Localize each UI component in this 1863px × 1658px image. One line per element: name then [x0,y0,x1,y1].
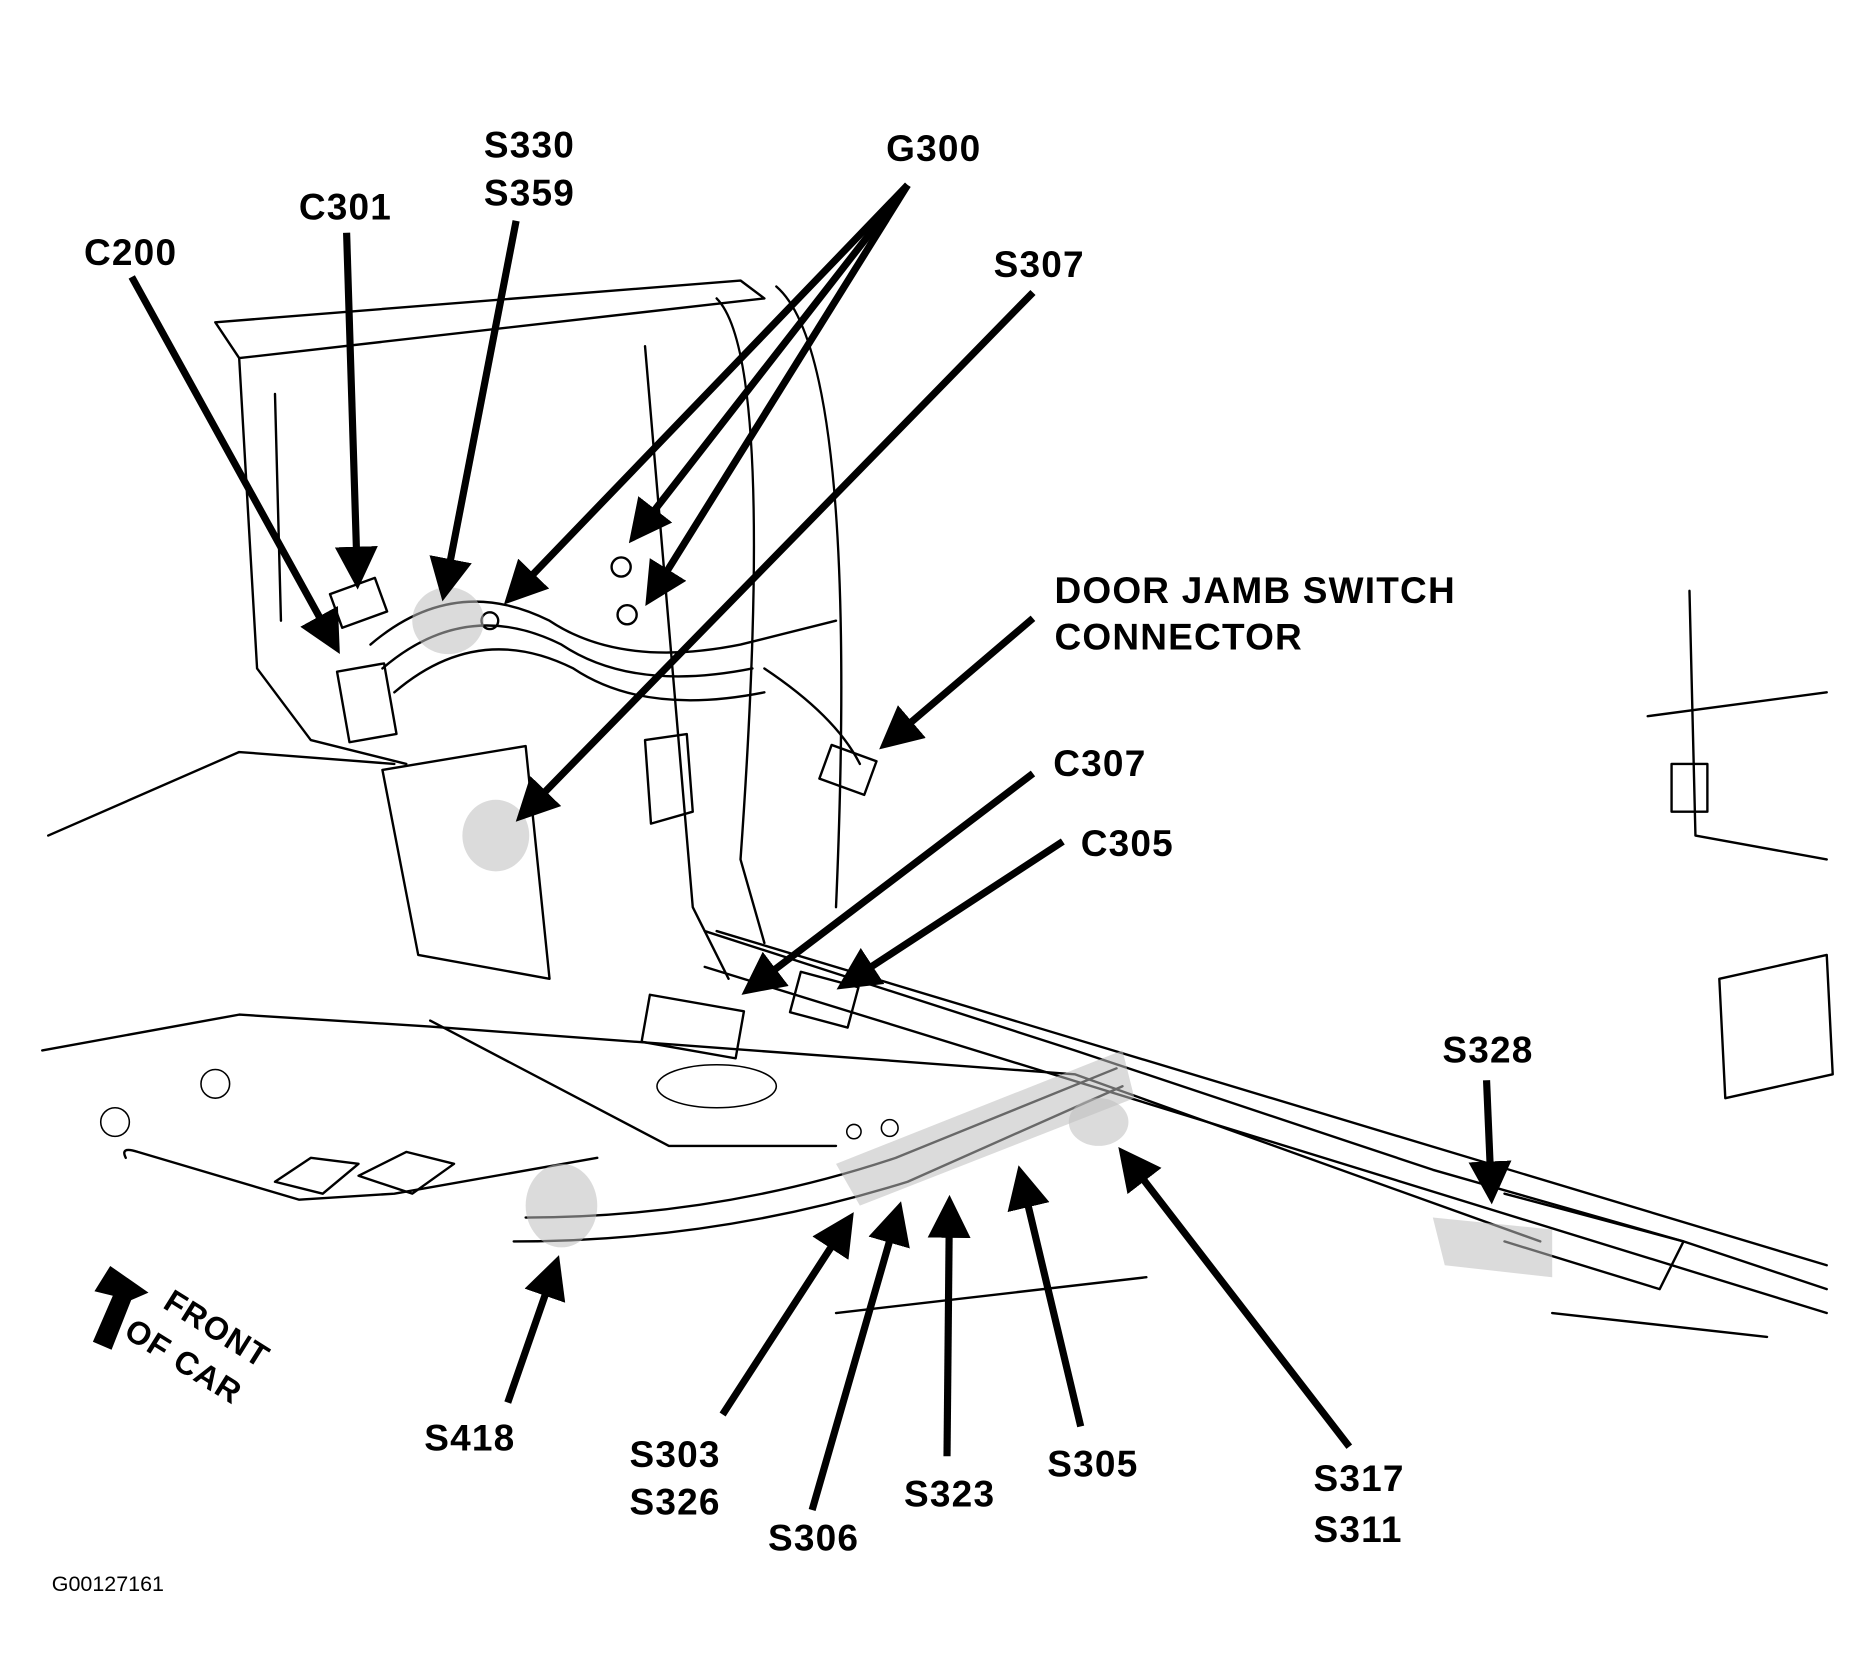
label-s303: S303 [630,1434,721,1475]
car-body-drawing [41,279,1834,1339]
front-arrow-icon [92,1265,149,1350]
arrow-door-jamb [879,615,1036,750]
arrow-c307 [741,770,1036,995]
callout-arrows [128,182,1512,1511]
arrow-s305 [1007,1165,1085,1428]
label-door-jamb-1: DOOR JAMB SWITCH [1054,570,1455,611]
label-s418: S418 [424,1417,515,1458]
label-s323: S323 [904,1473,995,1514]
label-s311: S311 [1313,1509,1402,1550]
arrow-s306 [808,1201,910,1511]
arrow-s317 [1118,1146,1353,1449]
label-c301: C301 [299,187,392,228]
label-c305: C305 [1081,823,1174,864]
label-g300: G300 [886,128,981,169]
arrow-c305 [836,838,1065,990]
arrow-s323 [927,1194,971,1457]
arrow-g300-3 [645,183,911,606]
front-of-car-indicator: FRONT OF CAR [92,1265,276,1411]
label-s330: S330 [484,125,575,166]
label-s326: S326 [630,1482,721,1523]
arrow-s328 [1468,1080,1512,1205]
splice-highlight-areas [412,587,1553,1278]
label-s317: S317 [1313,1458,1404,1499]
arrow-g300-2 [628,182,911,544]
label-c200: C200 [84,232,177,273]
label-s305: S305 [1047,1444,1138,1485]
callout-labels: C200 C301 S330 S359 G300 S307 DOOR JAMB … [84,125,1533,1559]
arrow-g300-1 [503,182,911,605]
arrow-s418 [504,1255,566,1404]
label-s307: S307 [994,244,1085,285]
label-s306: S306 [768,1518,859,1559]
figure-id: G00127161 [52,1572,164,1596]
arrow-s303 [719,1212,854,1417]
label-s328: S328 [1442,1029,1533,1070]
arrow-s330 [429,220,520,602]
label-s359: S359 [484,172,575,213]
label-door-jamb-2: CONNECTOR [1054,616,1303,657]
arrow-c200 [128,275,340,654]
label-c307: C307 [1053,743,1146,784]
arrow-s307 [515,289,1036,822]
arrow-c301 [334,232,378,590]
